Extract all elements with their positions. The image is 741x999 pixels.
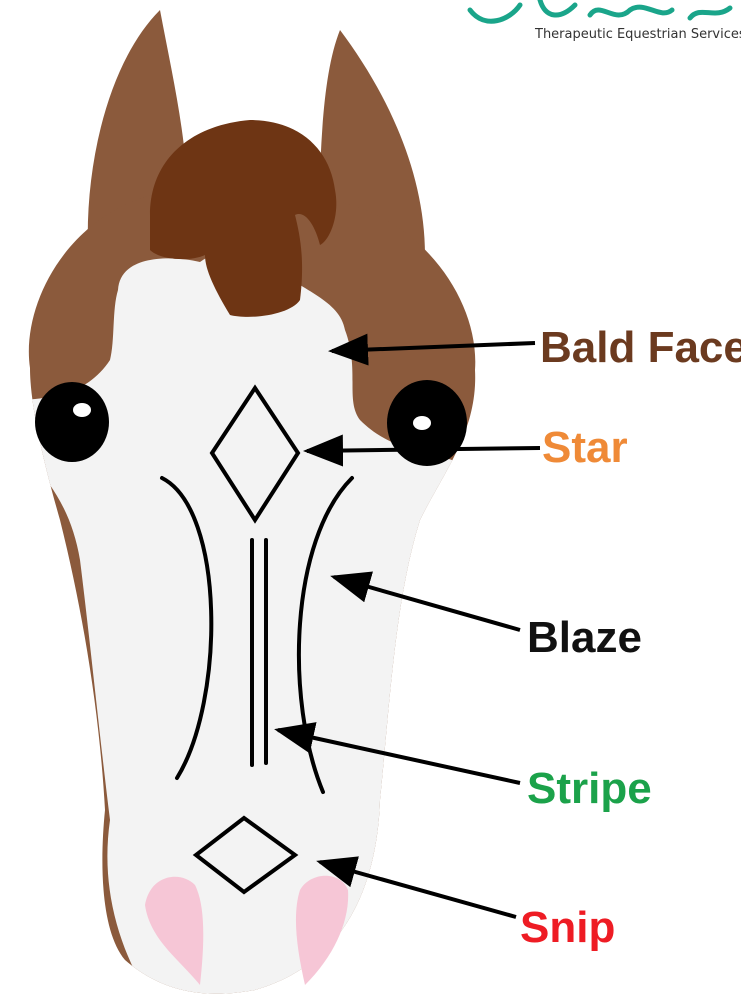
label-star: Star xyxy=(542,423,628,472)
horse-head xyxy=(10,10,475,999)
right-nostril xyxy=(296,876,348,985)
logo: Therapeutic Equestrian Services xyxy=(470,0,741,42)
label-stripe: Stripe xyxy=(527,764,652,813)
label-bald-face: Bald Face xyxy=(540,323,741,372)
logo-script-mark xyxy=(470,0,730,21)
left-eye-highlight xyxy=(73,403,91,417)
right-eye-highlight xyxy=(413,416,431,430)
left-eye xyxy=(35,382,109,462)
label-snip: Snip xyxy=(520,903,615,952)
marking-labels: Bald Face Star Blaze Stripe Snip xyxy=(520,323,741,952)
label-blaze: Blaze xyxy=(527,613,642,662)
logo-tagline: Therapeutic Equestrian Services xyxy=(534,27,741,42)
